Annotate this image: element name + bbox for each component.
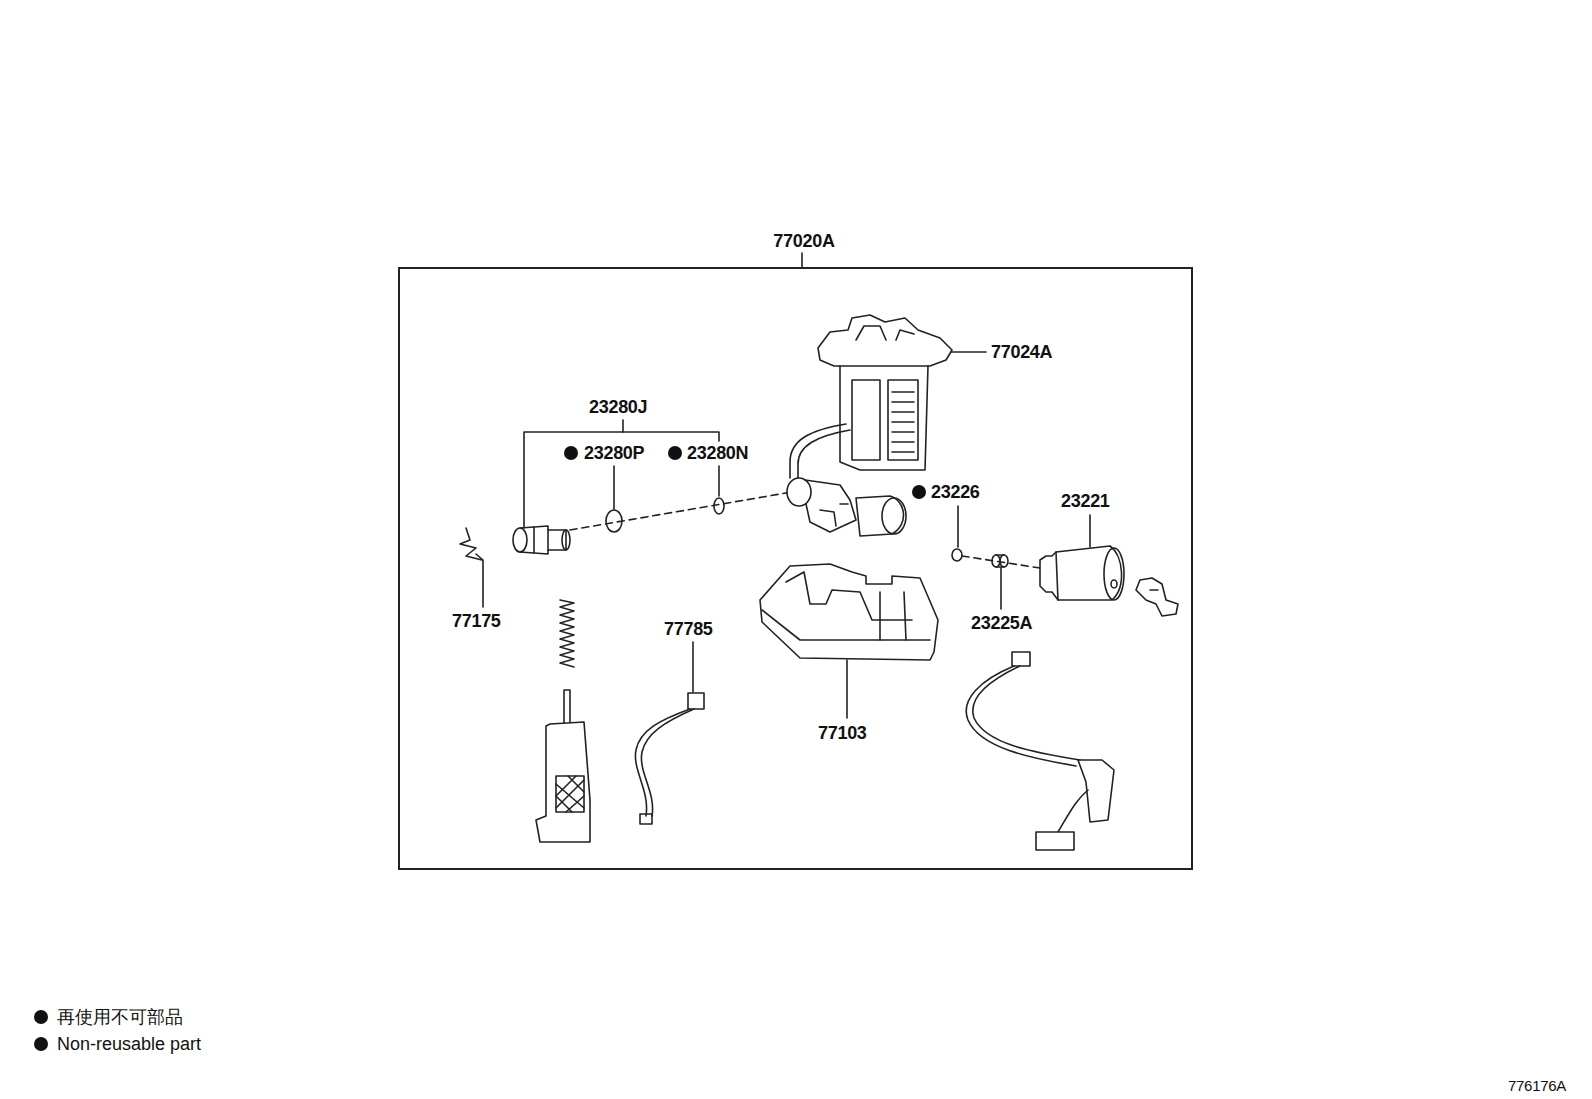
- assembly-box: 77020A: [398, 267, 1193, 870]
- non-reusable-mark: [564, 446, 578, 460]
- leader-line: [476, 554, 483, 607]
- callout-number: 77175: [452, 610, 501, 632]
- leader-line: [692, 642, 694, 692]
- leader-line: [613, 466, 615, 509]
- fuel-filter: [536, 690, 590, 842]
- callout-number: 77024A: [991, 341, 1052, 363]
- o-ring: [714, 498, 724, 514]
- non-reusable-mark: [912, 485, 926, 499]
- callout-number: 77785: [664, 618, 713, 640]
- pump-bracket: [818, 315, 952, 470]
- wire-harness: [635, 693, 704, 824]
- fuel-pump: [1040, 546, 1124, 600]
- pump-clip: [1136, 578, 1178, 616]
- figure-id: 776176A: [1508, 1075, 1566, 1097]
- callout-number: 23280N: [687, 442, 748, 464]
- assembly-line: [570, 492, 792, 530]
- leader-line: [957, 506, 959, 547]
- legend-mark: [34, 1010, 48, 1024]
- retainer-clip: [460, 528, 482, 560]
- callout-number: 23225A: [971, 612, 1032, 634]
- pump-tray: [760, 564, 938, 660]
- leader-line: [1000, 568, 1002, 609]
- assembly-number: 77020A: [773, 231, 834, 252]
- legend-text: 再使用不可部品: [57, 1006, 183, 1028]
- o-ring: [952, 549, 962, 561]
- callout-number: 77103: [818, 722, 867, 744]
- fuel-hose: [798, 430, 850, 478]
- non-reusable-mark: [668, 446, 682, 460]
- leader-line: [801, 253, 803, 267]
- callout-number: 23280J: [589, 396, 647, 418]
- spring: [560, 600, 574, 667]
- sender-harness: [966, 652, 1114, 850]
- assembly-line: [962, 556, 1040, 568]
- legend-text: Non-reusable part: [57, 1033, 201, 1055]
- pressure-regulator: [787, 478, 906, 536]
- o-ring: [606, 510, 622, 532]
- leader-line: [1089, 515, 1091, 547]
- regulator-fitting: [513, 526, 570, 554]
- leader-line: [622, 420, 624, 432]
- callout-number: 23221: [1061, 490, 1110, 512]
- legend-mark: [34, 1037, 48, 1051]
- leader-line: [718, 466, 720, 496]
- pump-cushion: [992, 555, 1008, 567]
- callout-number: 23280P: [584, 442, 644, 464]
- callout-number: 23226: [931, 481, 980, 503]
- leader-line: [846, 660, 848, 718]
